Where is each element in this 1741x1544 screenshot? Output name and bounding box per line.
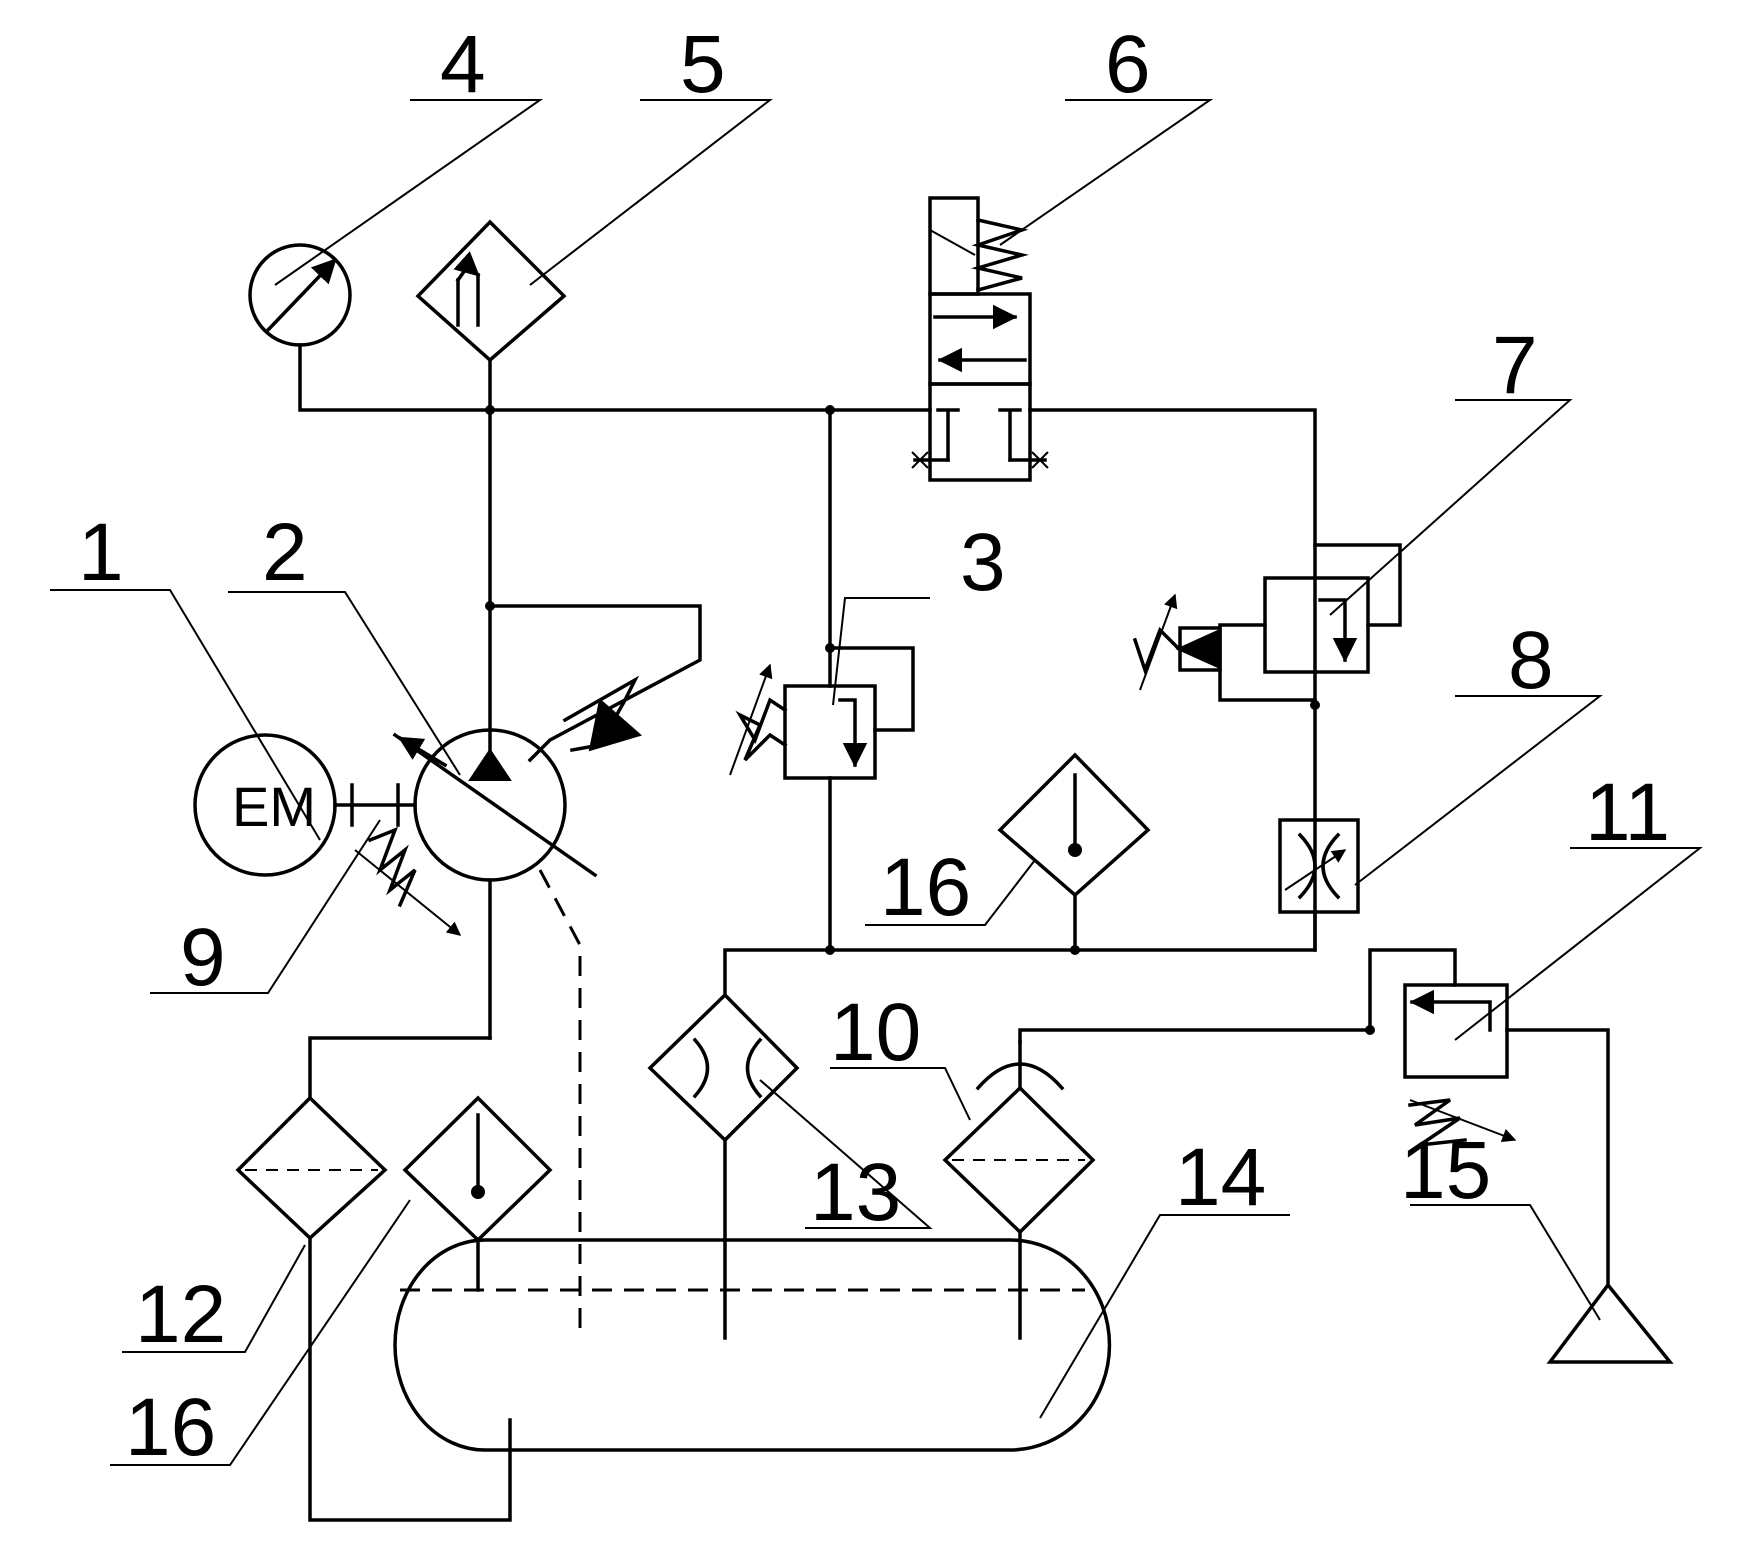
label-15: 15: [1400, 1125, 1491, 1216]
label-7: 7: [1492, 320, 1538, 411]
label-16-lower: 16: [125, 1382, 216, 1473]
label-3: 3: [960, 517, 1006, 608]
pressure-gauge: [248, 243, 352, 347]
heat-exchanger-5: [415, 219, 567, 363]
cooler-13: [647, 992, 800, 1340]
label-8: 8: [1508, 615, 1554, 706]
label-5: 5: [680, 19, 726, 110]
motor-label: EM: [232, 775, 316, 838]
label-12: 12: [135, 1269, 226, 1360]
valve-11: [1365, 948, 1674, 1364]
throttle-valve-8: [1278, 818, 1360, 914]
suction-filter-12: [235, 1095, 512, 1522]
filler-breather-10: [942, 1028, 1372, 1340]
label-13: 13: [810, 1147, 901, 1238]
label-16-upper: 16: [880, 842, 971, 933]
label-1: 1: [78, 507, 124, 598]
relief-valve-3: [729, 408, 915, 952]
label-9: 9: [180, 912, 226, 1003]
label-6: 6: [1105, 19, 1151, 110]
component-labels: 1 2 3 4 5 6 7 8 9 10 11 12 13 14 15 16 1…: [78, 19, 1670, 1473]
return-line: [723, 910, 1317, 997]
electric-motor-1: EM: [193, 733, 417, 877]
oil-tank-14: [393, 1238, 1112, 1452]
pressure-valve-7: [1132, 543, 1402, 710]
thermometer-16-upper: [997, 752, 1151, 952]
spring-9: [354, 826, 462, 936]
label-2: 2: [262, 507, 308, 598]
label-4: 4: [440, 19, 486, 110]
pressure-line: [298, 343, 1317, 952]
drain-line: [538, 869, 582, 1338]
leader-lines: [50, 99, 1703, 1466]
directional-valve-6: [911, 196, 1049, 482]
label-11: 11: [1585, 767, 1670, 858]
label-10: 10: [830, 987, 921, 1078]
label-14: 14: [1175, 1132, 1266, 1223]
variable-pump-2: [308, 604, 702, 1100]
thermometer-16-lower: [402, 1095, 553, 1292]
